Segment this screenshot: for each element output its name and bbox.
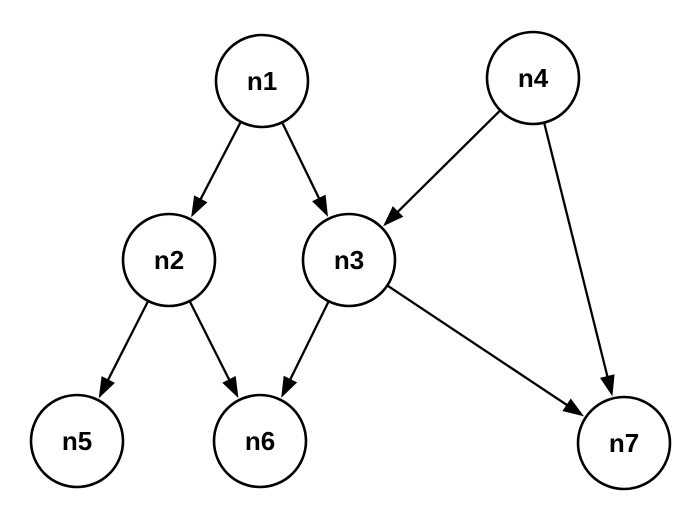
node-label-n4: n4 <box>518 63 549 93</box>
edge-n3-n7 <box>387 285 569 407</box>
node-circle-n3[interactable] <box>301 212 397 308</box>
edge-n2-n6 <box>189 301 231 382</box>
arrowhead-n3-n6 <box>281 375 298 398</box>
node-label-n6: n6 <box>245 426 275 456</box>
node-label-n3: n3 <box>334 245 364 275</box>
node-circle-n2[interactable] <box>121 212 217 308</box>
node-circle-n5[interactable] <box>29 393 125 489</box>
edge-n3-n6 <box>288 301 330 382</box>
edge-n1-n2 <box>198 122 242 202</box>
edge-n4-n7 <box>543 123 609 379</box>
edge-n1-n3 <box>281 122 321 201</box>
edge-n4-n3 <box>395 110 501 214</box>
arrowhead-n3-n7 <box>562 398 585 417</box>
node-label-n2: n2 <box>154 245 184 275</box>
arrowhead-n1-n2 <box>191 195 208 218</box>
graph-node-n2[interactable]: n2 <box>121 212 217 308</box>
graph-node-n4[interactable]: n4 <box>485 30 581 126</box>
graph-node-n7[interactable]: n7 <box>576 395 672 491</box>
graph-node-n1[interactable]: n1 <box>214 33 310 129</box>
node-label-n7: n7 <box>609 428 639 458</box>
graph-node-n5[interactable]: n5 <box>29 393 125 489</box>
arrowhead-n2-n5 <box>98 376 115 399</box>
arrowhead-n4-n3 <box>383 206 404 227</box>
graph-node-n3[interactable]: n3 <box>301 212 397 308</box>
arrowhead-n4-n7 <box>600 374 615 397</box>
node-circle-n6[interactable] <box>212 393 308 489</box>
node-circle-n1[interactable] <box>214 33 310 129</box>
node-circle-n7[interactable] <box>576 395 672 491</box>
arrowhead-n1-n3 <box>312 194 329 217</box>
edge-n2-n5 <box>106 301 149 382</box>
node-circle-n4[interactable] <box>485 30 581 126</box>
graph-node-n6[interactable]: n6 <box>212 393 308 489</box>
node-label-n1: n1 <box>247 66 277 96</box>
node-label-n5: n5 <box>62 426 92 456</box>
arrowhead-n2-n6 <box>222 375 239 399</box>
